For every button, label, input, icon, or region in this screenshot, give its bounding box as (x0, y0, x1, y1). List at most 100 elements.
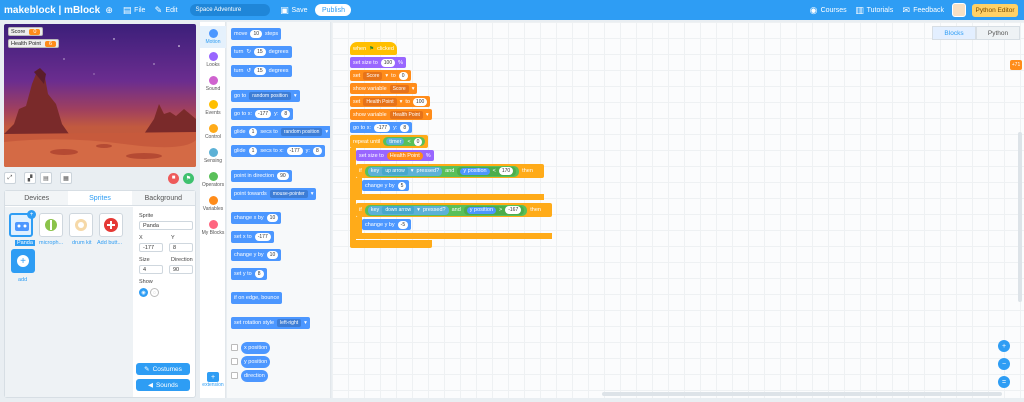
tab-python[interactable]: Python (976, 26, 1020, 40)
x-position-checkbox[interactable] (231, 344, 238, 351)
brand-logo[interactable]: makeblock | mBlock (4, 4, 101, 16)
operator-gt[interactable]: y position>-167 (463, 205, 525, 215)
x-input[interactable]: -177 (139, 243, 163, 252)
save-button[interactable]: ▣Save (280, 4, 308, 15)
tab-sprites[interactable]: Sprites (68, 191, 132, 205)
grid-icon[interactable]: ▦ (60, 172, 72, 184)
sprite-thumb-add-button[interactable] (99, 213, 123, 237)
tutorials-link[interactable]: ▥Tutorials (855, 4, 894, 15)
avatar[interactable] (952, 3, 966, 17)
sprite-name-input[interactable]: Panda (139, 221, 193, 230)
small-stage-icon[interactable]: ▞ (24, 172, 36, 184)
size-input[interactable]: 4 (139, 265, 163, 274)
category-operators[interactable]: Operators (200, 172, 226, 188)
python-editor-button[interactable]: Python Editor (972, 3, 1018, 17)
horizontal-scrollbar[interactable] (602, 392, 1002, 396)
large-stage-icon[interactable]: ▤ (40, 172, 52, 184)
category-sensing[interactable]: Sensing (200, 148, 226, 164)
tab-blocks[interactable]: Blocks (932, 26, 976, 40)
add-sprite-button[interactable]: + (11, 249, 35, 273)
tab-background[interactable]: Background (131, 191, 195, 205)
operator-less-than[interactable]: timer<0 (383, 137, 426, 146)
courses-link[interactable]: ◉Courses (809, 4, 847, 15)
zoom-reset-icon[interactable]: = (998, 376, 1010, 388)
direction-checkbox[interactable] (231, 372, 238, 379)
edit-menu[interactable]: ✎Edit (154, 4, 178, 15)
hat-when-flag[interactable]: when⚑clicked (350, 42, 397, 55)
stop-icon[interactable]: ■ (168, 172, 179, 184)
dropdown-icon: ▾ (411, 85, 415, 92)
stage[interactable]: Score 0 Health Point 6 (4, 24, 196, 167)
zoom-out-icon[interactable]: − (998, 358, 1010, 370)
category-looks[interactable]: Looks (200, 52, 226, 68)
green-flag-icon[interactable]: ⚑ (183, 172, 194, 184)
category-my-blocks[interactable]: My Blocks (200, 220, 226, 236)
direction-input[interactable]: 90 (169, 265, 193, 274)
tab-devices[interactable]: Devices (5, 191, 69, 205)
feedback-icon: ✉ (902, 4, 911, 15)
sounds-button[interactable]: ◀Sounds (136, 379, 190, 391)
y-input[interactable]: 8 (169, 243, 193, 252)
category-variables[interactable]: Variables (200, 196, 226, 212)
sprite-thumb-drum-kit[interactable] (69, 213, 93, 237)
category-motion[interactable]: Motion (200, 26, 226, 48)
file-menu[interactable]: ▤File (122, 4, 146, 15)
vertical-scrollbar[interactable] (1018, 132, 1022, 302)
extension-button[interactable]: + extension (202, 372, 224, 388)
dropdown-icon: ▾ (385, 72, 389, 79)
feedback-link[interactable]: ✉Feedback (902, 4, 944, 15)
reporter-direction[interactable]: direction (241, 370, 268, 382)
block-set-x[interactable]: set x to-177 (231, 231, 274, 243)
category-control[interactable]: Control (200, 124, 226, 140)
reporter-y-position[interactable]: y position (241, 356, 271, 368)
zoom-in-icon[interactable]: + (998, 340, 1010, 352)
globe-icon[interactable]: ⊕ (105, 4, 113, 15)
costumes-button[interactable]: ✎Costumes (136, 363, 190, 375)
sprite-thumb-panda[interactable]: + (9, 210, 36, 237)
category-sound[interactable]: Sound (200, 76, 226, 92)
sprite-options-icon[interactable]: + (27, 210, 36, 219)
badge[interactable]: +71 (1010, 60, 1022, 70)
publish-button[interactable]: Publish (315, 4, 352, 16)
show-eye-icon[interactable]: ◉ (139, 288, 148, 297)
block-repeat-until[interactable]: repeat until timer<0 (350, 135, 429, 148)
category-events[interactable]: Events (200, 100, 226, 116)
sprite-thumb-microphone[interactable] (39, 213, 63, 237)
project-name-input[interactable]: Space Adventure (189, 4, 270, 16)
fullscreen-icon[interactable]: ⤢ (4, 172, 16, 184)
block-change-y-down[interactable]: change y by-5 (362, 219, 412, 230)
operator-lt[interactable]: y position<170 (457, 166, 517, 176)
script-workspace[interactable]: Blocks Python +71 when⚑clicked set size … (332, 22, 1024, 398)
block-edge-bounce[interactable]: if on edge, bounce (231, 292, 283, 304)
reporter-x-position[interactable]: x position (241, 342, 271, 354)
y-position-checkbox[interactable] (231, 358, 238, 365)
hide-eye-icon[interactable]: ◌ (150, 288, 159, 297)
